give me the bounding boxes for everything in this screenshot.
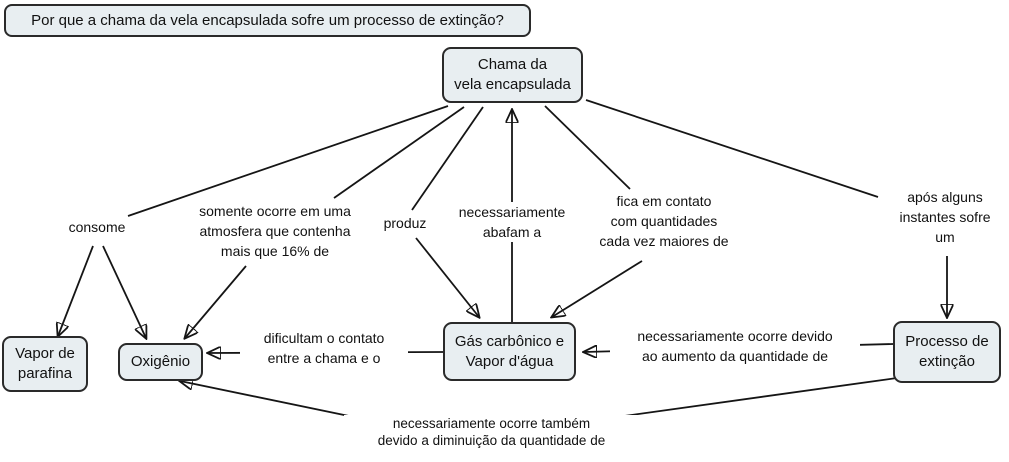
link-label-devido-aumento[interactable]: necessariamente ocorre devido ao aumento… — [610, 326, 860, 366]
arrow-tambem-to-oxigenio — [180, 381, 374, 422]
node-processo-label: Processo de extinção — [905, 333, 989, 370]
node-processo-de-extincao[interactable]: Processo de extinção — [893, 321, 1001, 383]
line-chama-to-fica — [544, 105, 631, 190]
link-label-somente-ocorre[interactable]: somente ocorre em uma atmosfera que cont… — [178, 201, 372, 261]
arrow-produz-to-gas — [415, 237, 479, 317]
question-title-box[interactable]: Por que a chama da vela encapsulada sofr… — [4, 4, 531, 37]
link-label-apos-alguns[interactable]: após alguns instantes sofre um — [884, 187, 1006, 247]
arrow-somente-to-oxigenio — [185, 265, 247, 338]
node-oxigenio-label: Oxigênio — [130, 353, 191, 370]
question-title-text: Por que a chama da vela encapsulada sofr… — [31, 12, 504, 29]
link-label-abafam[interactable]: necessariamente abafam a — [444, 202, 580, 242]
node-vapor-de-parafina[interactable]: Vapor de parafina — [2, 336, 88, 392]
node-vapor-label: Vapor de parafina — [15, 345, 75, 382]
line-processo-to-tambem — [609, 377, 898, 419]
line-chama-to-somente — [333, 106, 465, 199]
node-gas-label: Gás carbônico e Vapor d'água — [454, 332, 565, 370]
arrow-fica-to-gas — [552, 260, 643, 317]
link-label-consome[interactable]: consome — [56, 217, 138, 237]
link-label-dificultam[interactable]: dificultam o contato entre a chama e o — [240, 328, 408, 368]
node-oxigenio[interactable]: Oxigênio — [118, 343, 203, 381]
arrow-consome-to-vapor — [58, 245, 94, 336]
line-chama-to-consome — [127, 105, 449, 217]
link-label-fica-em-contato[interactable]: fica em contato com quantidades cada vez… — [582, 191, 746, 251]
arrow-consome-to-oxigenio — [102, 245, 146, 338]
line-chama-to-produz — [411, 106, 484, 211]
node-chama-da-vela-encapsulada[interactable]: Chama da vela encapsulada — [442, 47, 583, 103]
line-chama-to-apos — [585, 99, 879, 198]
node-gas-carbonico-vapor-agua[interactable]: Gás carbônico e Vapor d'água — [443, 322, 576, 381]
link-label-produz[interactable]: produz — [372, 213, 438, 233]
link-label-tambem-diminuicao[interactable]: necessariamente ocorre também devido a d… — [344, 415, 639, 449]
node-chama-label: Chama da vela encapsulada — [454, 56, 571, 93]
